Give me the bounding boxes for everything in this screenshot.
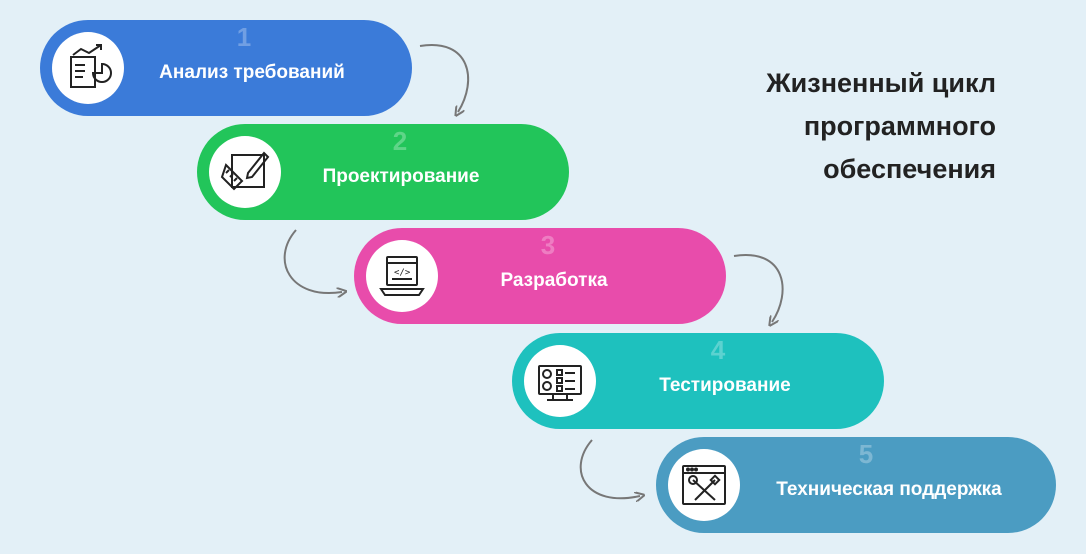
step-4-icon-circle — [524, 345, 596, 417]
diagram-title: Жизненный цикл программного обеспечения — [766, 62, 996, 191]
step-1-label: Анализ требований — [159, 62, 345, 83]
arrow-3-4 — [733, 254, 784, 322]
step-5-label: Техническая поддержка — [776, 479, 1002, 500]
step-4-label: Тестирование — [659, 375, 791, 396]
arrow-1-2 — [419, 44, 470, 112]
step-1-icon-circle — [52, 32, 124, 104]
laptop-code-icon: </> — [379, 256, 425, 296]
step-2-number: 2 — [392, 126, 408, 156]
step-1-number: 1 — [236, 22, 252, 52]
title-line-3: обеспечения — [823, 154, 996, 184]
analytics-chart-icon — [70, 44, 112, 88]
tools-wrench-screwdriver-icon — [682, 465, 726, 505]
step-1-pill: 1 Анализ требований — [40, 20, 412, 116]
title-line-2: программного — [803, 111, 996, 141]
step-4-number: 4 — [710, 335, 726, 365]
step-4-pill: 4 Тестирование — [512, 333, 884, 429]
arrow-2-3 — [283, 229, 342, 293]
testing-checklist-icon — [538, 365, 582, 401]
step-3-icon-circle: </> — [366, 240, 438, 312]
design-pencil-ruler-icon — [220, 151, 270, 191]
step-3-label: Разработка — [500, 270, 608, 291]
arrow-4-5 — [579, 439, 640, 498]
step-2-label: Проектирование — [322, 166, 480, 187]
step-3-number: 3 — [540, 230, 556, 260]
title-line-1: Жизненный цикл — [766, 68, 996, 98]
step-3-pill: </> 3 Разработка — [354, 228, 726, 324]
step-2-pill: 2 Проектирование — [197, 124, 569, 220]
step-5-number: 5 — [858, 439, 874, 469]
step-5-icon-circle — [668, 449, 740, 521]
step-5-pill: 5 Техническая поддержка — [656, 437, 1056, 533]
step-2-icon-circle — [209, 136, 281, 208]
svg-text:</>: </> — [394, 268, 411, 278]
